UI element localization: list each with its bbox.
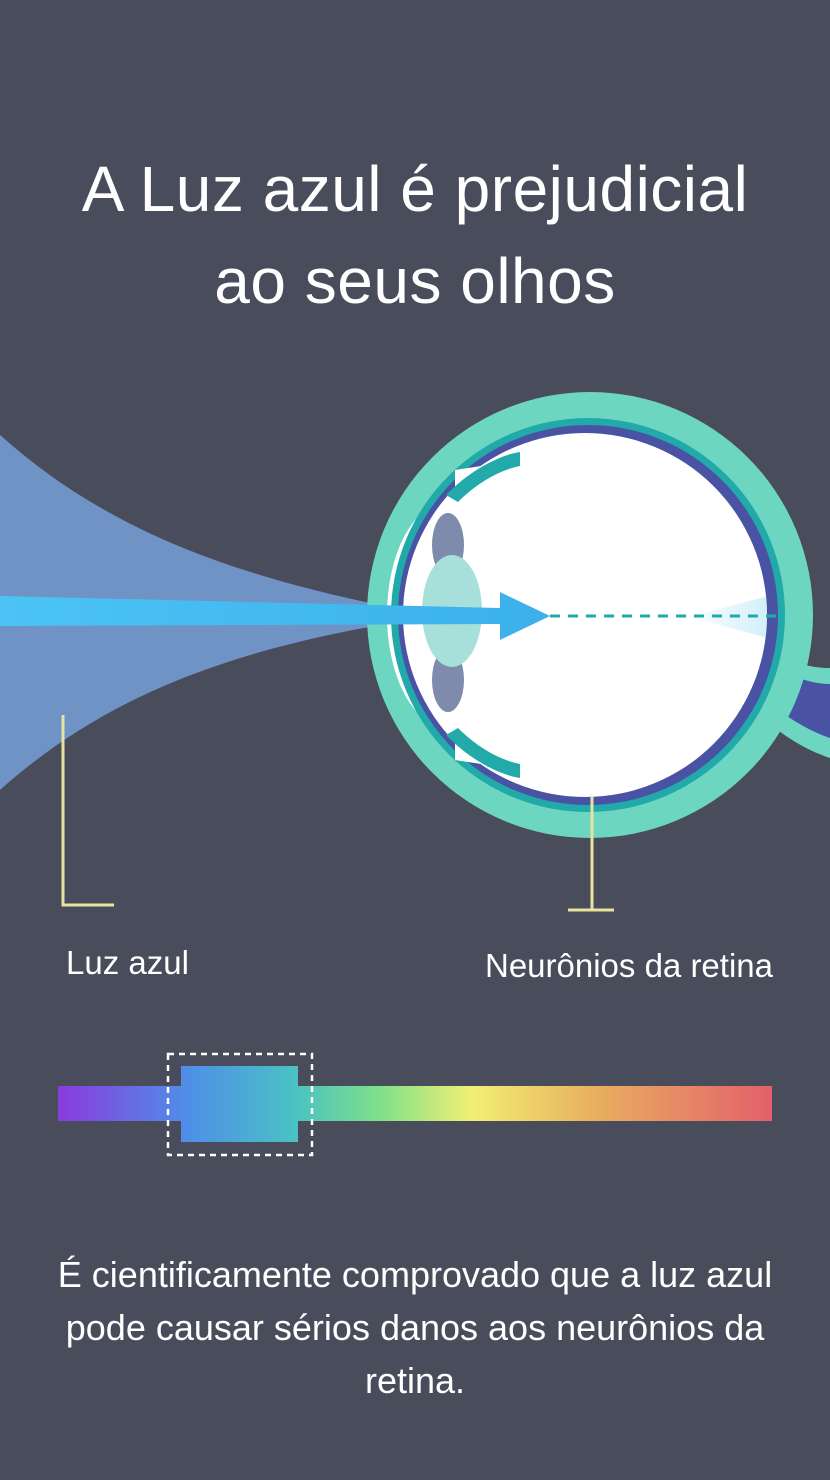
page-title-line-2: ao seus olhos [214,244,616,317]
page-title: A Luz azul é prejudicial ao seus olhos [0,143,830,327]
blue-light-beam-icon [0,592,550,640]
retina-neurons-label: Neurônios da retina [484,947,773,984]
description-text: É cientificamente comprovado que a luz a… [57,1254,773,1401]
callout-line-retina [568,796,614,912]
page-title-line-1: A Luz azul é prejudicial [81,152,749,225]
blue-light-label: Luz azul [66,944,189,981]
callout-line-blue-light [61,715,114,907]
